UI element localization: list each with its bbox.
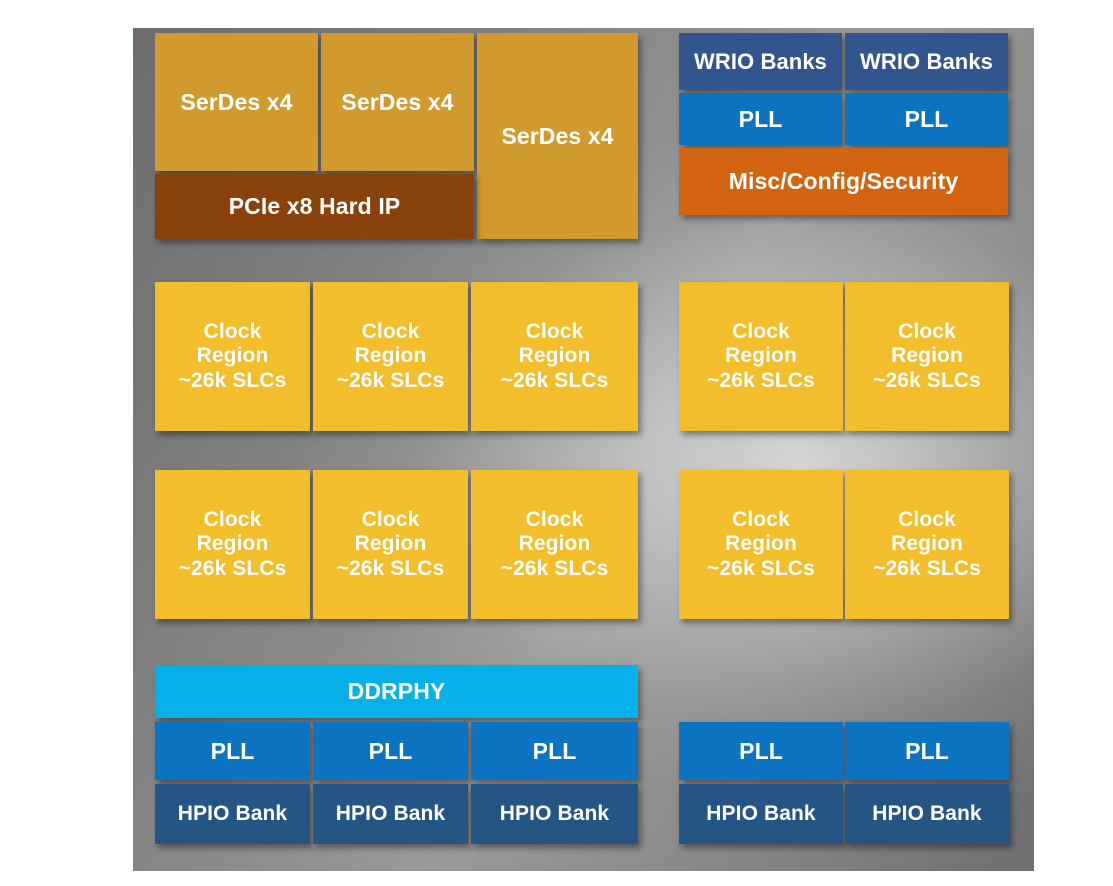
clock-region-r2-r1[interactable]: Clock Region ~26k SLCs <box>679 470 843 619</box>
pll-block-bottom-l3[interactable]: PLL <box>471 722 638 780</box>
clock-region-r1-l2[interactable]: Clock Region ~26k SLCs <box>313 282 468 431</box>
clock-region-r1-r2[interactable]: Clock Region ~26k SLCs <box>845 282 1009 431</box>
misc-config-security-block[interactable]: Misc/Config/Security <box>679 148 1008 215</box>
pll-block-top-1[interactable]: PLL <box>679 93 842 145</box>
pll-block-bottom-l2[interactable]: PLL <box>313 722 468 780</box>
wrio-banks-block-1[interactable]: WRIO Banks <box>679 33 842 90</box>
serdes-block-3[interactable]: SerDes x4 <box>477 33 638 239</box>
hpio-bank-block-r2[interactable]: HPIO Bank <box>845 784 1009 844</box>
pll-block-bottom-r1[interactable]: PLL <box>679 722 843 780</box>
hpio-bank-block-r1[interactable]: HPIO Bank <box>679 784 843 844</box>
hpio-bank-block-l1[interactable]: HPIO Bank <box>155 784 310 844</box>
clock-region-r2-l3[interactable]: Clock Region ~26k SLCs <box>471 470 638 619</box>
serdes-block-2[interactable]: SerDes x4 <box>321 33 474 171</box>
clock-region-r1-l1[interactable]: Clock Region ~26k SLCs <box>155 282 310 431</box>
clock-region-r2-l2[interactable]: Clock Region ~26k SLCs <box>313 470 468 619</box>
clock-region-r2-r2[interactable]: Clock Region ~26k SLCs <box>845 470 1009 619</box>
clock-region-r1-r1[interactable]: Clock Region ~26k SLCs <box>679 282 843 431</box>
pll-block-top-2[interactable]: PLL <box>845 93 1008 145</box>
clock-region-r2-l1[interactable]: Clock Region ~26k SLCs <box>155 470 310 619</box>
pcie-hard-ip-block[interactable]: PCIe x8 Hard IP <box>155 174 474 239</box>
pll-block-bottom-l1[interactable]: PLL <box>155 722 310 780</box>
clock-region-r1-l3[interactable]: Clock Region ~26k SLCs <box>471 282 638 431</box>
serdes-block-1[interactable]: SerDes x4 <box>155 33 318 171</box>
ddrphy-block[interactable]: DDRPHY <box>155 665 638 718</box>
hpio-bank-block-l3[interactable]: HPIO Bank <box>471 784 638 844</box>
pll-block-bottom-r2[interactable]: PLL <box>845 722 1009 780</box>
wrio-banks-block-2[interactable]: WRIO Banks <box>845 33 1008 90</box>
die-canvas: SerDes x4 SerDes x4 SerDes x4 PCIe x8 Ha… <box>133 28 1034 871</box>
hpio-bank-block-l2[interactable]: HPIO Bank <box>313 784 468 844</box>
